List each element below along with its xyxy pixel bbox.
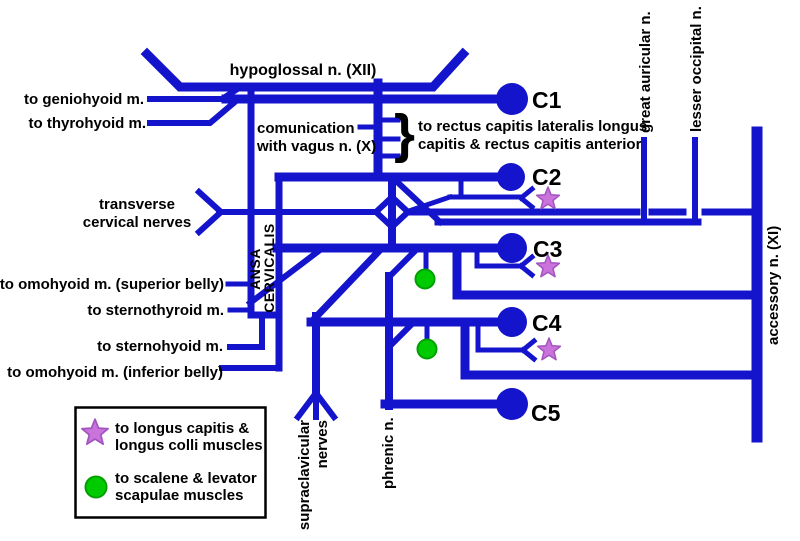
great-auricular-label: great auricular n. bbox=[637, 11, 654, 133]
c4-star-marker bbox=[536, 337, 562, 361]
nerve-lines bbox=[140, 47, 763, 443]
c3-label: C3 bbox=[533, 236, 562, 262]
c4-node bbox=[497, 307, 527, 337]
c1-node bbox=[496, 83, 528, 115]
hypoglossal-label: hypoglossal n. (XII) bbox=[230, 62, 377, 79]
c2-label: C2 bbox=[532, 164, 561, 190]
c1-label: C1 bbox=[532, 87, 562, 113]
c3-star-marker bbox=[535, 254, 561, 278]
legend-box bbox=[74, 406, 267, 519]
thyrohyoid-label: to thyrohyoid m. bbox=[29, 115, 147, 132]
vagus-communication-label-line2: with vagus n. (X) bbox=[256, 138, 376, 155]
ansa-label-line1: ANSA bbox=[247, 248, 263, 290]
legend-green-label-line1: to scalene & levator bbox=[115, 470, 257, 487]
vagus-communication-label-line1: comunication bbox=[257, 120, 355, 137]
c4-green-marker bbox=[416, 338, 438, 360]
supraclavicular-label-line1: supraclavicular bbox=[296, 420, 313, 530]
legend-star-label-line1: to longus capitis & bbox=[115, 420, 249, 437]
green-markers bbox=[84, 268, 438, 499]
c4-label: C4 bbox=[532, 310, 562, 336]
sternohyoid-label: to sternohyoid m. bbox=[97, 338, 223, 355]
c3-node bbox=[497, 233, 527, 263]
legend-green-icon bbox=[84, 475, 108, 499]
supraclavicular-fork bbox=[293, 388, 339, 422]
c2-node bbox=[497, 163, 525, 191]
star-markers bbox=[81, 186, 562, 446]
phrenic-label: phrenic n. bbox=[380, 417, 397, 489]
sternohyoid-branch-line bbox=[227, 313, 265, 350]
c2-fork-arrow bbox=[517, 185, 536, 211]
text-labels: hypoglossal n. (XII) to geniohyoid m. to… bbox=[0, 6, 782, 530]
ansa-inferior-root-diagonal bbox=[245, 245, 325, 308]
supraclavicular-label-line2: nerves bbox=[314, 420, 331, 468]
geniohyoid-label: to geniohyoid m. bbox=[24, 91, 144, 108]
loop-diamond bbox=[371, 192, 413, 232]
c3-phrenic-diagonal bbox=[384, 247, 419, 282]
hypoglossal-nerve-line bbox=[140, 47, 470, 92]
rectus-capitis-label-line2: capitis & rectus capitis anterior bbox=[418, 136, 642, 153]
lesser-occipital-label: lesser occipital n. bbox=[688, 6, 705, 132]
c5-label: C5 bbox=[531, 400, 561, 426]
lower-cutaneous-diagonal bbox=[389, 174, 445, 227]
c2-star-diagonal bbox=[405, 193, 454, 215]
root-nodes bbox=[496, 83, 528, 420]
c3-green-marker bbox=[414, 268, 436, 290]
legend-star-label-line2: longus colli muscles bbox=[115, 437, 263, 454]
c4-fork-arrow bbox=[519, 337, 538, 363]
transverse-cervical-label-line1: transverse bbox=[99, 196, 175, 213]
transverse-cervical-label-line2: cervical nerves bbox=[83, 214, 191, 231]
c2-star-marker bbox=[535, 186, 561, 210]
ansa-label-line2: CERVICALIS bbox=[261, 223, 277, 313]
omohyoid-superior-label: to omohyoid m. (superior belly) bbox=[0, 276, 224, 293]
brace-glyph: } bbox=[394, 104, 415, 164]
supraclavicular-diagonal bbox=[311, 246, 384, 322]
sternothyroid-label: to sternothyroid m. bbox=[87, 302, 224, 319]
geniohyoid-branch-line bbox=[147, 83, 244, 102]
omohyoid-inferior-label: to omohyoid m. (inferior belly) bbox=[7, 364, 223, 381]
c5-node bbox=[496, 388, 528, 420]
rectus-capitis-label-line1: to rectus capitis lateralis longus bbox=[418, 118, 647, 135]
legend-green-label-line2: scapulae muscles bbox=[115, 487, 243, 504]
c4-phrenic-diagonal bbox=[386, 319, 417, 350]
vagus-ticks-right bbox=[380, 117, 401, 159]
thyrohyoid-branch-line bbox=[147, 96, 241, 126]
accessory-label: accessory n. (XI) bbox=[765, 226, 782, 345]
c3-fork-arrow bbox=[517, 253, 536, 279]
legend-star-icon bbox=[81, 418, 109, 446]
